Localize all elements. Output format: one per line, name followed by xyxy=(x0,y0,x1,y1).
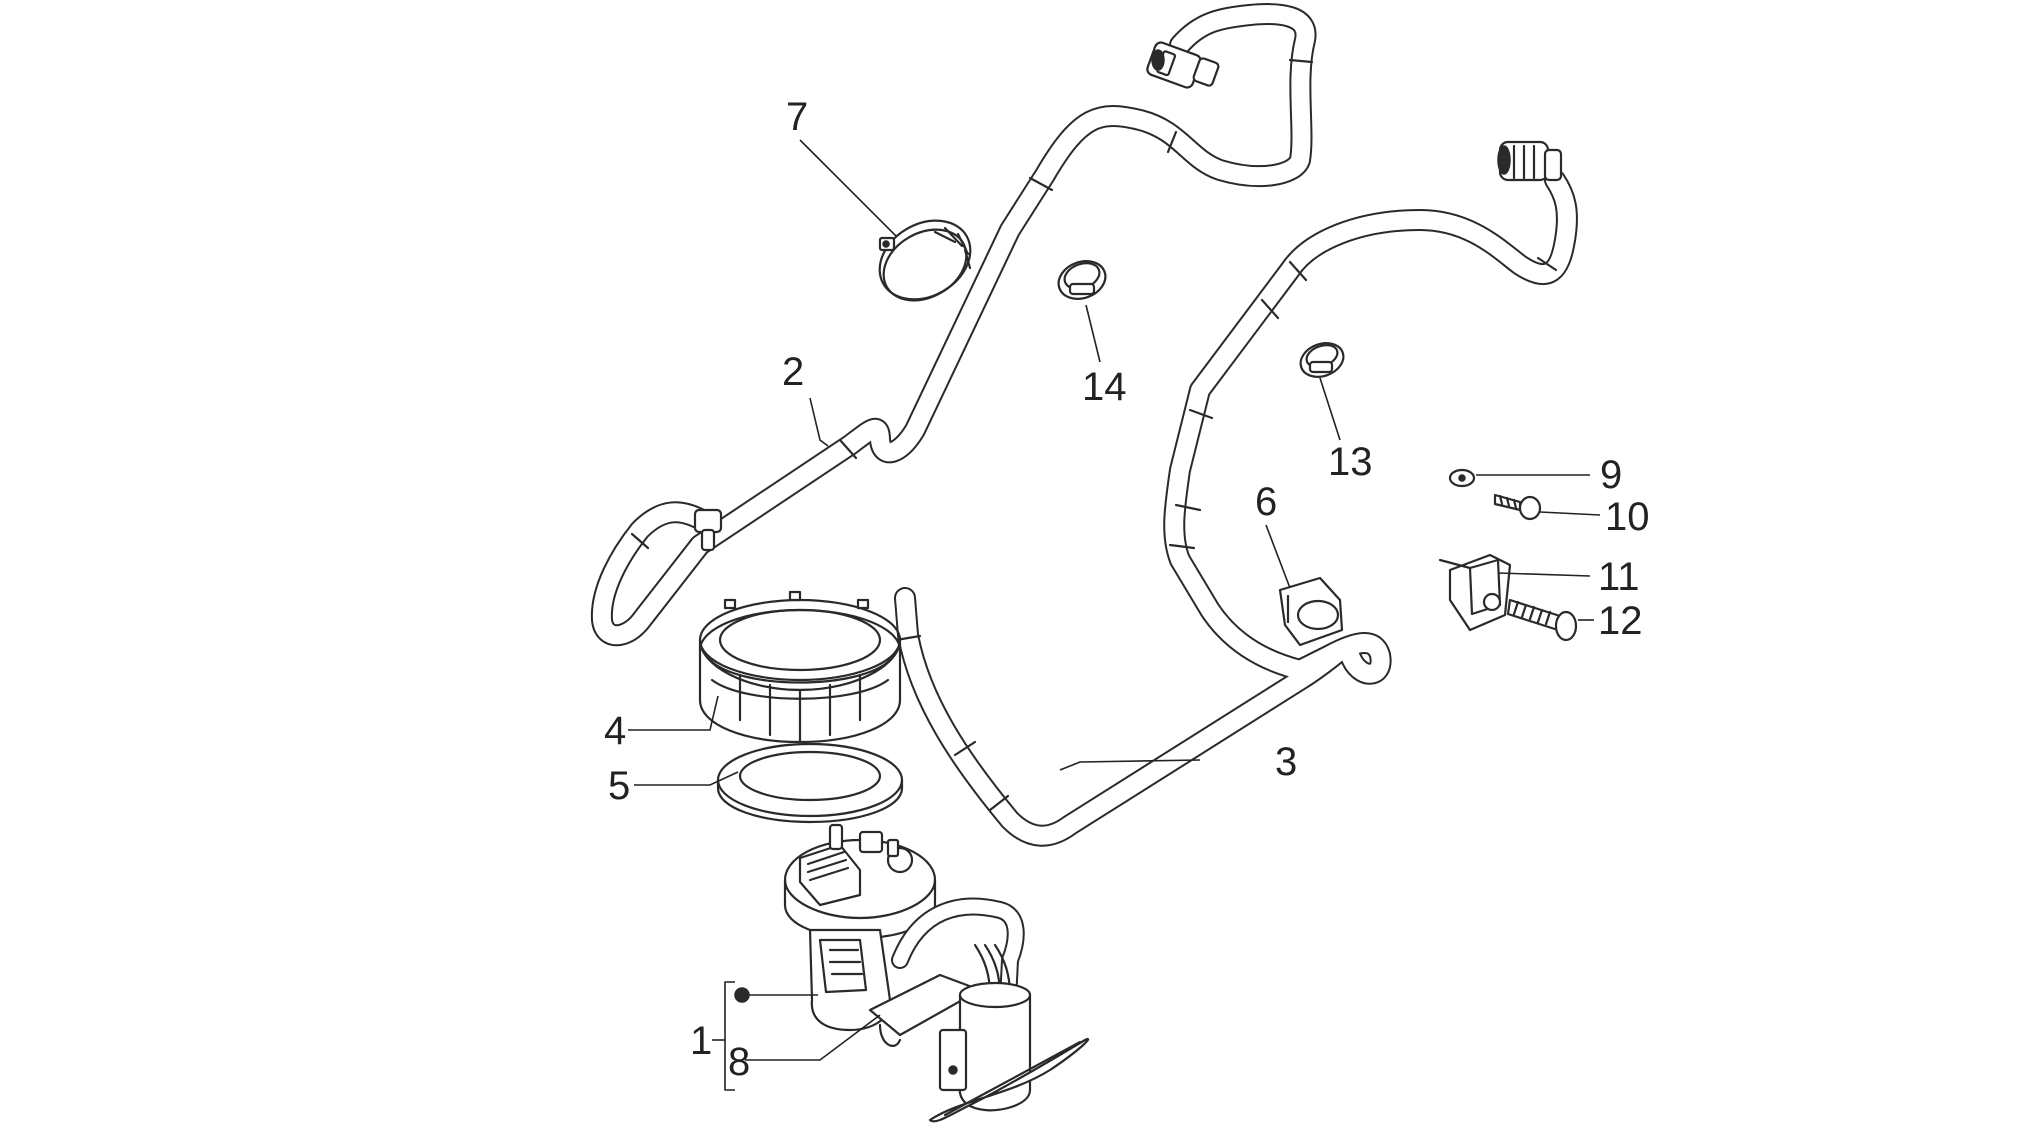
washer-9 xyxy=(1448,468,1476,488)
leader-8 xyxy=(745,1014,881,1061)
part-number-labels: 7 2 14 13 6 9 10 11 12 3 4 5 1 8 xyxy=(604,95,1650,1084)
speed-nut-clip-11 xyxy=(1438,553,1512,632)
hose-3-quick-connector xyxy=(1497,140,1563,182)
leader-7 xyxy=(799,139,897,237)
leader-11 xyxy=(1497,572,1591,577)
part-label-14: 14 xyxy=(1082,365,1127,409)
fuel-pump-assembly-1 xyxy=(783,823,1090,1123)
screw-12 xyxy=(1482,592,1578,642)
part-label-11: 11 xyxy=(1598,555,1640,599)
leader-2 xyxy=(809,397,829,447)
part-label-4: 4 xyxy=(604,709,626,753)
hose-clamp-7 xyxy=(878,219,972,302)
screw-10 xyxy=(1493,493,1542,521)
hose-2-quick-connector xyxy=(1146,41,1220,89)
part-label-1: 1 xyxy=(690,1019,712,1063)
hose-holder-6 xyxy=(1278,576,1344,647)
leader-lines xyxy=(628,139,1601,1091)
leader-5 xyxy=(634,771,739,786)
hose-clamp-14 xyxy=(1057,260,1107,300)
part-label-3: 3 xyxy=(1275,740,1297,784)
part-label-9: 9 xyxy=(1600,453,1622,497)
gasket-5 xyxy=(716,742,904,824)
part-label-7: 7 xyxy=(786,95,808,139)
ring-nut-4 xyxy=(698,590,902,744)
part-label-5: 5 xyxy=(608,764,630,808)
part-label-6: 6 xyxy=(1255,480,1277,524)
part-label-12: 12 xyxy=(1598,599,1643,643)
leader-3 xyxy=(1059,759,1201,771)
part-label-8: 8 xyxy=(728,1040,750,1084)
part-label-2: 2 xyxy=(782,350,804,394)
part-label-13: 13 xyxy=(1328,440,1373,484)
part-label-10: 10 xyxy=(1605,495,1650,539)
leader-10 xyxy=(1539,511,1601,516)
leader-4 xyxy=(628,695,719,731)
fuel-hose-2 xyxy=(590,3,1317,647)
leader-6 xyxy=(1265,524,1291,589)
bracket-1-dot xyxy=(734,987,750,1003)
leader-14 xyxy=(1085,304,1101,363)
hose-clamp-13 xyxy=(1299,342,1345,378)
hose-2-elbow-fitting xyxy=(693,508,723,552)
bracket-1 xyxy=(724,981,735,1091)
leader-13 xyxy=(1319,377,1341,441)
fuel-hose-3 xyxy=(894,140,1578,847)
